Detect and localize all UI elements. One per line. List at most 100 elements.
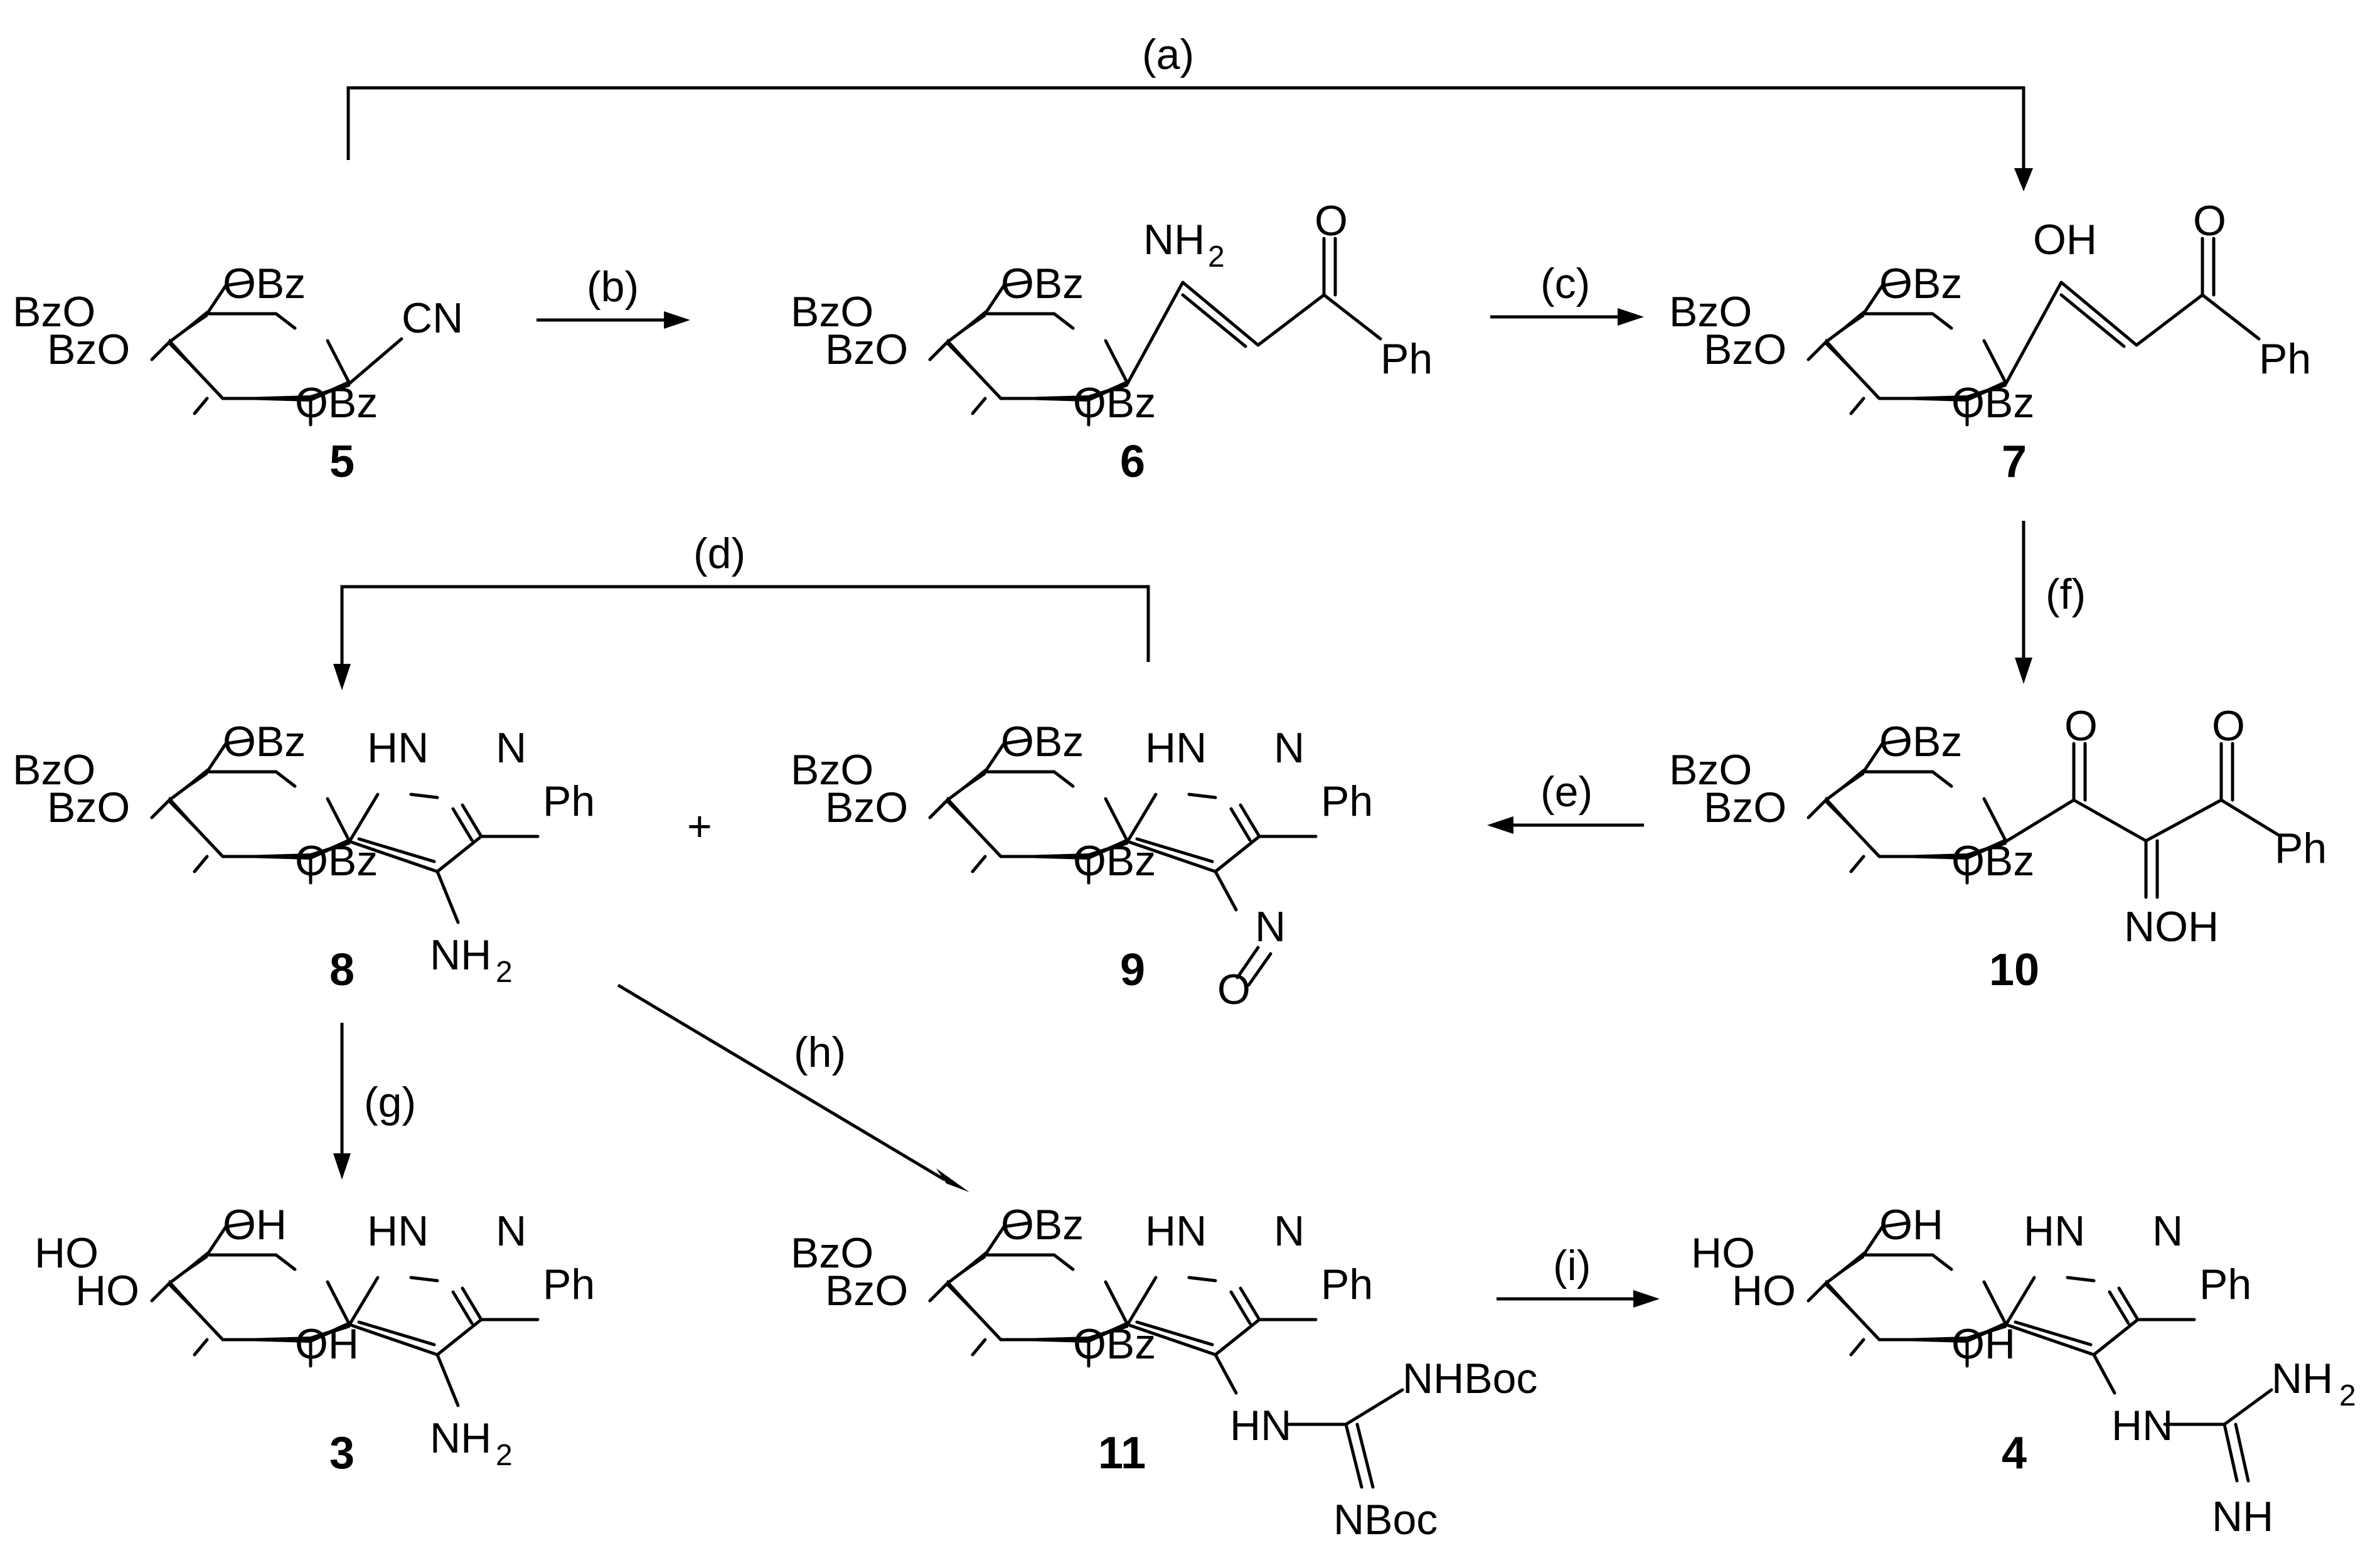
c11-ring-hn: HN <box>1145 1207 1207 1255</box>
compound-number-4: 4 <box>2002 1428 2027 1478</box>
compound-3: OH HO HO OH HN N Ph NH 2 3 <box>35 1201 595 1478</box>
c4-ho-lower: HO <box>1732 1267 1796 1315</box>
c3-ho-left: HO <box>35 1229 99 1277</box>
c9-obz-top: OBz <box>1001 718 1084 766</box>
c10-obz-bottom: OBz <box>1951 837 2034 885</box>
c6-obz-bottom: OBz <box>1073 379 1156 427</box>
arrow-step-d: (d) <box>333 530 1150 690</box>
c10-obz-top: OBz <box>1879 718 1962 766</box>
c3-nh: NH <box>430 1414 491 1462</box>
c6-ph: Ph <box>1380 335 1433 383</box>
c6-bzo-left: BzO <box>791 288 873 336</box>
c8-bzo-left: BzO <box>13 746 95 794</box>
c7-bzo-left: BzO <box>1669 288 1752 336</box>
arrow-step-g: (g) <box>333 1023 416 1180</box>
c7-carbonyl-o: O <box>2193 197 2226 245</box>
step-label-a: (a) <box>1142 31 1194 78</box>
c3-nh-subscript: 2 <box>496 1439 513 1472</box>
c4-imine-nh: NH <box>2212 1493 2273 1540</box>
c7-oh: OH <box>2033 216 2097 264</box>
c10-bzo-lower: BzO <box>1704 784 1786 831</box>
c10-ph: Ph <box>2275 825 2327 872</box>
c5-bzo-lower: BzO <box>47 326 130 373</box>
c4-nh: NH <box>2271 1355 2333 1402</box>
c8-nh-subscript: 2 <box>496 956 513 989</box>
step-label-h: (h) <box>794 1028 846 1076</box>
c9-ph: Ph <box>1321 777 1373 825</box>
step-label-b: (b) <box>587 263 639 311</box>
arrow-step-e: (e) <box>1487 768 1644 834</box>
c10-bzo-left: BzO <box>1669 746 1752 794</box>
compound-number-9: 9 <box>1120 945 1145 995</box>
c9-nitroso-n: N <box>1255 903 1286 951</box>
step-label-i: (i) <box>1553 1242 1591 1289</box>
compound-number-3: 3 <box>329 1428 355 1478</box>
c8-ph: Ph <box>543 777 595 825</box>
compound-number-7: 7 <box>2002 437 2027 487</box>
arrow-step-h: (h) <box>617 983 969 1192</box>
c8-n: N <box>496 724 526 772</box>
c4-oh-top: OH <box>1879 1201 1943 1249</box>
c8-hn: HN <box>367 724 429 772</box>
compound-8: OBz BzO BzO OBz HN N Ph NH 2 8 <box>13 718 595 995</box>
c4-ph: Ph <box>2199 1261 2251 1308</box>
c5-obz-bottom: OBz <box>295 379 378 427</box>
step-label-f: (f) <box>2046 570 2086 618</box>
c10-benzoyl-o: O <box>2212 702 2245 750</box>
compound-5: OBz BzO BzO OBz CN 5 <box>13 260 463 487</box>
c3-hn: HN <box>367 1207 429 1255</box>
c4-ho-left: HO <box>1691 1229 1755 1277</box>
c6-obz-top: OBz <box>1001 260 1084 307</box>
c3-ph: Ph <box>543 1261 595 1308</box>
compound-6: OBz BzO BzO OBz NH 2 O Ph 6 <box>791 197 1433 487</box>
c8-obz-bottom: OBz <box>295 837 378 885</box>
c6-carbonyl-o: O <box>1315 197 1348 245</box>
c10-noh: NOH <box>2124 903 2219 951</box>
c9-hn: HN <box>1145 724 1207 772</box>
c5-obz-top: OBz <box>223 260 306 307</box>
arrow-step-c: (c) <box>1490 260 1644 326</box>
c3-oh-top: OH <box>223 1201 287 1249</box>
c7-obz-bottom: OBz <box>1951 379 2034 427</box>
compound-9: OBz BzO BzO OBz HN N Ph N O 9 <box>791 718 1373 1013</box>
c11-bzo-left: BzO <box>791 1229 873 1277</box>
compound-number-11: 11 <box>1098 1428 1146 1478</box>
c3-oh-bottom: OH <box>295 1320 359 1368</box>
c11-ph: Ph <box>1321 1261 1373 1308</box>
c11-nhboc: NHBoc <box>1402 1355 1537 1402</box>
c4-nh-subscript: 2 <box>2339 1379 2356 1412</box>
compound-10: OBz BzO BzO OBz O O Ph NOH 10 <box>1669 702 2327 995</box>
c5-cn: CN <box>402 294 463 342</box>
c8-nh: NH <box>430 931 491 979</box>
c11-obz-top: OBz <box>1001 1201 1084 1249</box>
c9-bzo-lower: BzO <box>825 784 908 831</box>
compound-11: OBz BzO BzO OBz HN N Ph HN NHBoc NBoc 11 <box>791 1201 1537 1544</box>
arrow-step-b: (b) <box>536 263 690 329</box>
compound-4: OH HO HO OH HN N Ph HN NH 2 NH 4 <box>1691 1201 2356 1540</box>
c8-bzo-lower: BzO <box>47 784 130 831</box>
step-label-d: (d) <box>693 530 745 577</box>
c9-n: N <box>1274 724 1305 772</box>
c6-bzo-lower: BzO <box>825 326 908 373</box>
c4-guanidine-hn: HN <box>2111 1402 2173 1449</box>
compound-number-5: 5 <box>329 437 355 487</box>
c9-nitroso-o: O <box>1217 966 1251 1013</box>
c7-bzo-lower: BzO <box>1704 326 1786 373</box>
c11-nboc: NBoc <box>1333 1496 1438 1544</box>
c7-obz-top: OBz <box>1879 260 1962 307</box>
c10-ketone-o: O <box>2064 702 2098 750</box>
arrow-step-f: (f) <box>2015 521 2086 684</box>
arrow-step-i: (i) <box>1497 1242 1660 1308</box>
c9-obz-bottom: OBz <box>1073 837 1156 885</box>
c4-ring-hn: HN <box>2024 1207 2085 1255</box>
c4-ring-n: N <box>2152 1207 2183 1255</box>
c11-obz-bottom: OBz <box>1073 1320 1156 1368</box>
step-label-e: (e) <box>1540 768 1593 816</box>
plus-sign: + <box>687 803 712 850</box>
compound-7: OBz BzO BzO OBz OH O Ph 7 <box>1669 197 2311 487</box>
c6-nh: NH <box>1143 216 1205 264</box>
c11-bzo-lower: BzO <box>825 1267 908 1315</box>
compound-number-10: 10 <box>1989 945 2039 995</box>
compound-number-6: 6 <box>1120 437 1145 487</box>
